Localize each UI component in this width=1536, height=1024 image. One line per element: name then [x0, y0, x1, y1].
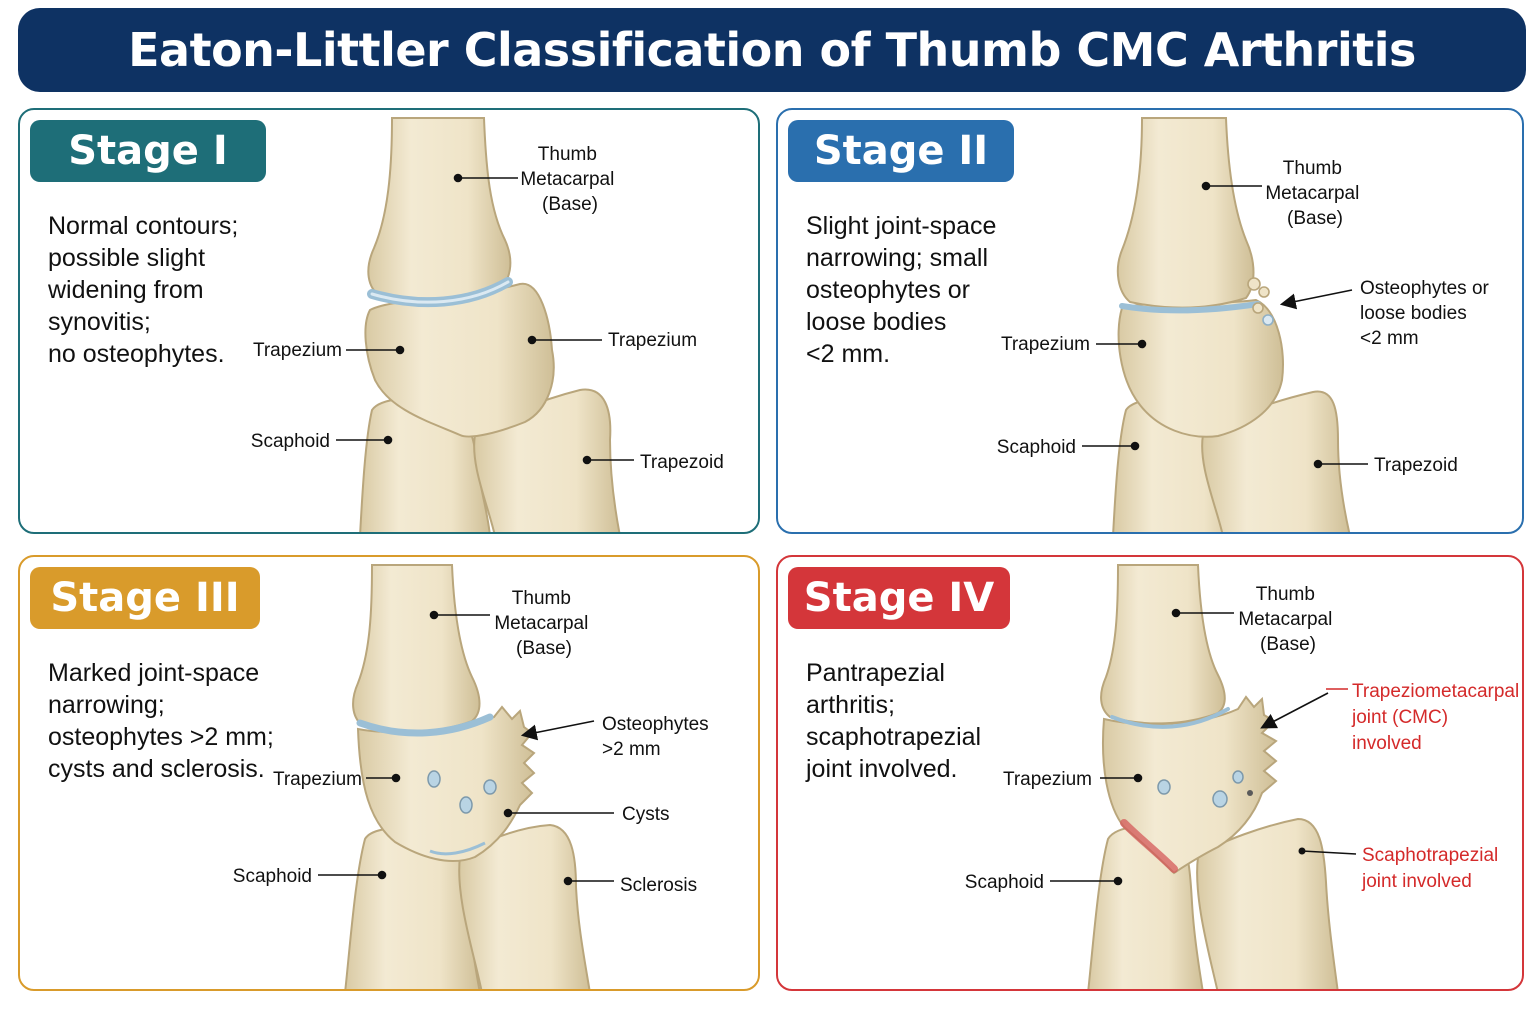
- label-cysts: Cysts: [622, 804, 670, 825]
- label-scaphoid: Scaphoid: [251, 431, 330, 452]
- label-cmc-joint: Trapeziometacarpal joint (CMC) involved: [1351, 681, 1524, 754]
- stage-2-illustration: Thumb Metacarpal (Base) Osteophytes or l…: [997, 117, 1494, 532]
- stage-2-badge: Stage II: [788, 120, 1014, 182]
- label-metacarpal: Thumb Metacarpal (Base): [1265, 158, 1364, 229]
- cysts: [427, 770, 497, 814]
- title-bar: Eaton-Littler Classification of Thumb CM…: [18, 8, 1526, 92]
- label-trapezium-right: Trapezium: [608, 330, 697, 351]
- stage-4-panel: Thumb Metacarpal (Base) Trapeziometacarp…: [776, 555, 1524, 991]
- scaphotrapezial-joint: [1120, 819, 1178, 873]
- cmc-cartilage: [1110, 707, 1230, 729]
- label-osteophytes: Osteophytes >2 mm: [602, 714, 714, 760]
- label-metacarpal: Thumb Metacarpal (Base): [494, 588, 593, 659]
- label-trapezium-left: Trapezium: [253, 340, 342, 361]
- trapezoid-bone: [458, 823, 591, 989]
- stage-2-description: Slight joint-space narrowing; small oste…: [806, 212, 997, 368]
- metacarpal-bone: [352, 564, 481, 733]
- label-st-joint: Scaphotrapezial joint involved: [1361, 845, 1504, 892]
- stage-2-panel: Thumb Metacarpal (Base) Osteophytes or l…: [776, 108, 1524, 534]
- label-trapezium: Trapezium: [1001, 334, 1090, 355]
- stage-1-illustration: Thumb Metacarpal (Base) Trapezium Trapez…: [251, 117, 724, 532]
- label-sclerosis: Sclerosis: [620, 875, 697, 896]
- stage-4-description: Pantrapezial arthritis; scaphotrapezial …: [806, 659, 982, 783]
- stage-4-badge: Stage IV: [788, 567, 1010, 629]
- cmc-cartilage: [1119, 301, 1261, 314]
- page-title: Eaton-Littler Classification of Thumb CM…: [128, 23, 1416, 77]
- label-scaphoid: Scaphoid: [233, 866, 312, 887]
- cysts: [1157, 770, 1253, 808]
- label-metacarpal: Thumb Metacarpal (Base): [520, 144, 619, 215]
- metacarpal-bone: [1116, 117, 1255, 309]
- stage-3-badge: Stage III: [30, 567, 260, 629]
- stage-1-panel: Thumb Metacarpal (Base) Trapezium Trapez…: [18, 108, 760, 534]
- label-trapezoid: Trapezoid: [1374, 455, 1458, 476]
- label-trapezium: Trapezium: [273, 769, 362, 790]
- stage-4-illustration: Thumb Metacarpal (Base) Trapeziometacarp…: [965, 564, 1524, 989]
- label-trapezoid: Trapezoid: [640, 452, 724, 473]
- stage-3-description: Marked joint-space narrowing; osteophyte…: [48, 659, 274, 783]
- stage-1-description: Normal contours; possible slight widenin…: [48, 212, 239, 368]
- osteophytes-small: [1247, 277, 1274, 326]
- label-trapezium: Trapezium: [1003, 769, 1092, 790]
- label-metacarpal: Thumb Metacarpal (Base): [1238, 584, 1337, 655]
- label-scaphoid: Scaphoid: [997, 437, 1076, 458]
- stage-3-panel: Thumb Metacarpal (Base) Osteophytes >2 m…: [18, 555, 760, 991]
- stage-3-illustration: Thumb Metacarpal (Base) Osteophytes >2 m…: [233, 564, 714, 989]
- label-scaphoid: Scaphoid: [965, 872, 1044, 893]
- metacarpal-bone: [1100, 564, 1226, 725]
- cmc-cartilage: [356, 713, 494, 737]
- metacarpal-bone: [367, 117, 512, 305]
- trapezoid-bone: [1196, 817, 1339, 989]
- label-osteophytes: Osteophytes or loose bodies <2 mm: [1360, 278, 1494, 349]
- stage-1-badge: Stage I: [30, 120, 266, 182]
